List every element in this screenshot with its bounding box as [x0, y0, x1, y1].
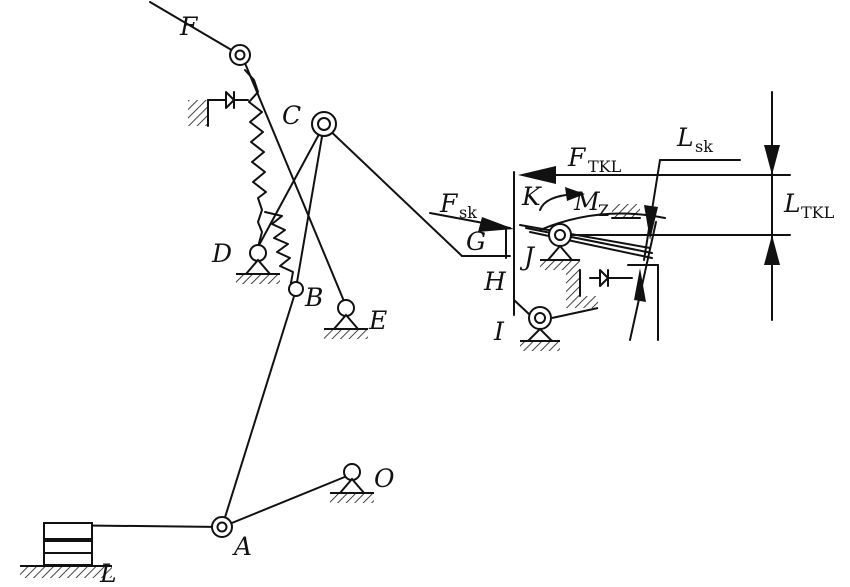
force-sk-base: F — [439, 189, 459, 218]
ground-support-e — [324, 299, 368, 339]
length-sk-base: L — [676, 123, 694, 152]
link-a-to-o — [221, 473, 353, 528]
label-g: G — [466, 227, 486, 256]
label-i: I — [493, 317, 505, 346]
label-e: E — [368, 306, 387, 335]
joint-b — [288, 281, 304, 297]
link-h-to-i — [513, 299, 531, 316]
symbol-length-tkl: L TKL — [783, 189, 835, 222]
lever-tip-line — [629, 221, 657, 341]
label-c: C — [282, 101, 301, 130]
joint-i — [528, 306, 552, 330]
link-top-to-f — [149, 1, 241, 56]
link-c-to-b — [295, 124, 325, 289]
right-diode-icon — [599, 269, 609, 287]
joint-j — [548, 223, 572, 247]
symbol-length-sk: L sk — [676, 123, 713, 156]
spring-to-b — [264, 211, 294, 289]
fsk-arrowhead — [478, 217, 514, 232]
ltkl-arrowhead-bottom — [764, 235, 780, 265]
lever-j-mid — [525, 227, 653, 254]
right-wall-hatch — [566, 270, 580, 296]
label-l: L — [99, 559, 117, 587]
length-tkl-base: L — [783, 189, 801, 218]
link-c-to-d — [257, 124, 325, 248]
wall-mount-hatch — [188, 100, 208, 126]
ltkl-arrowhead-top — [764, 145, 780, 175]
symbol-force-tkl: F TKL — [567, 143, 622, 176]
wall-mount-diode-icon — [225, 91, 235, 109]
label-j: J — [519, 242, 536, 271]
length-tkl-sub: TKL — [801, 203, 835, 222]
symbol-force-sk: F sk — [439, 189, 477, 222]
ground-support-j — [540, 244, 580, 270]
label-b: B — [304, 283, 323, 312]
length-sk-sub: sk — [695, 137, 713, 156]
ground-support-i — [520, 296, 599, 351]
spring-f-to-d — [244, 69, 267, 248]
link-c-to-g — [323, 124, 463, 257]
force-tkl-base: F — [567, 143, 587, 172]
lsk-arrowhead-upper — [644, 205, 658, 240]
force-sk-sub: sk — [459, 203, 477, 222]
mz-ground-hatch — [612, 204, 640, 218]
symbol-moment-z: M Z — [573, 187, 609, 220]
force-tkl-sub: TKL — [588, 157, 622, 176]
label-h: H — [483, 267, 507, 296]
mz-arrowhead — [565, 187, 585, 201]
joint-c — [311, 111, 337, 137]
label-a: A — [232, 532, 252, 561]
label-o: O — [374, 464, 395, 493]
joint-f — [229, 44, 251, 66]
moment-z-sub: Z — [598, 201, 609, 220]
ftkl-arrowhead — [518, 166, 556, 184]
ground-support-o — [330, 463, 374, 503]
ground-support-d — [236, 244, 280, 284]
label-f: F — [179, 12, 199, 41]
ground-block-l — [20, 522, 112, 578]
joint-a — [211, 516, 233, 538]
label-k: K — [521, 182, 542, 211]
lsk-arrowhead-lower — [634, 268, 646, 302]
label-d: D — [211, 239, 232, 268]
moment-z-base: M — [573, 187, 601, 216]
link-b-to-a — [221, 289, 297, 528]
